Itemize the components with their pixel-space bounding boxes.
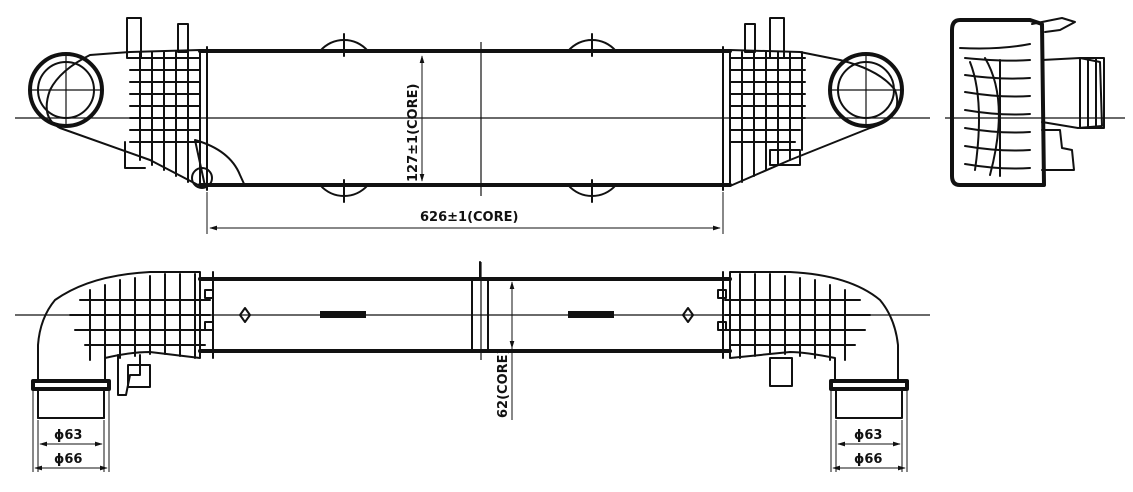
top-right-tank [717, 271, 909, 419]
core-depth-label: 62(CORE) [496, 349, 511, 418]
right-outlet-inner-diameter: ϕ63 [854, 428, 882, 443]
top-view: 62(CORE) ϕ63 ϕ66 ϕ63 ϕ66 [15, 261, 930, 472]
front-right-tank [729, 17, 904, 187]
front-left-tank [28, 17, 246, 189]
front-core [198, 33, 732, 203]
left-clamp [31, 379, 111, 391]
core-height-label: 127±1(CORE) [406, 84, 421, 182]
left-outlet-inner-diameter: ϕ63 [54, 428, 82, 443]
right-outlet-outer-diameter: ϕ66 [854, 452, 882, 467]
top-left-tank [31, 271, 214, 419]
right-clamp [829, 379, 909, 391]
front-view: 127±1(CORE) 626±1(CORE) [15, 17, 930, 234]
core-width-label: 626±1(CORE) [420, 210, 518, 225]
top-core [198, 261, 732, 359]
left-outlet-outer-diameter: ϕ66 [54, 452, 82, 467]
side-view [945, 17, 1125, 187]
